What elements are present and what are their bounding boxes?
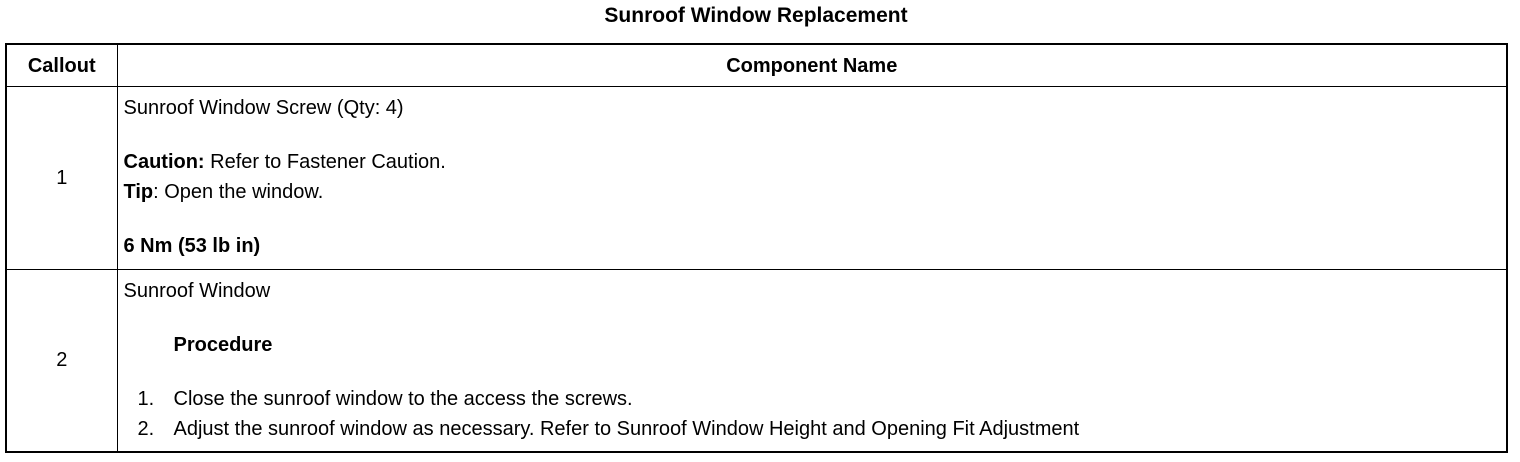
component-cell: Sunroof Window Procedure 1. Close the sun… <box>116 269 1508 452</box>
step-number: 2. <box>137 418 155 440</box>
step-number: 1. <box>137 388 155 410</box>
callout-number: 1 <box>5 86 118 270</box>
tip-line: Tip: Open the window. <box>124 177 1507 207</box>
header-callout: Callout <box>5 43 118 87</box>
tip-text: : Open the window. <box>153 181 324 203</box>
procedure-step: 2. Adjust the sunroof window as necessary… <box>124 414 1507 444</box>
components-table: Callout Component Name 1 Sunroof Window … <box>5 43 1508 453</box>
component-name: Sunroof Window <box>123 280 271 302</box>
caution-label: Caution: <box>123 151 205 173</box>
step-text: Adjust the sunroof window as necessary. … <box>173 418 1080 440</box>
procedure-steps: 1. Close the sunroof window to the access… <box>124 384 1507 444</box>
table-header-row: Callout Component Name <box>5 43 1508 87</box>
caution-line: Caution: Refer to Fastener Caution. <box>124 147 1507 177</box>
procedure-heading: Procedure <box>173 334 273 356</box>
caution-text: Refer to Fastener Caution. <box>204 151 446 173</box>
procedure-step: 1. Close the sunroof window to the access… <box>124 384 1507 414</box>
component-cell: Sunroof Window Screw (Qty: 4) Caution: R… <box>116 86 1508 270</box>
tip-label: Tip <box>123 181 154 203</box>
table-row: 1 Sunroof Window Screw (Qty: 4) Caution:… <box>5 86 1508 270</box>
component-name: Sunroof Window Screw (Qty: 4) <box>123 97 404 119</box>
step-text: Close the sunroof window to the access t… <box>173 388 633 410</box>
header-component-name: Component Name <box>116 43 1508 87</box>
torque-spec: 6 Nm (53 lb in) <box>123 235 261 257</box>
page-title: Sunroof Window Replacement <box>604 4 908 27</box>
callout-number: 2 <box>5 269 118 452</box>
table-row: 2 Sunroof Window Procedure 1. Close the s… <box>5 269 1508 452</box>
